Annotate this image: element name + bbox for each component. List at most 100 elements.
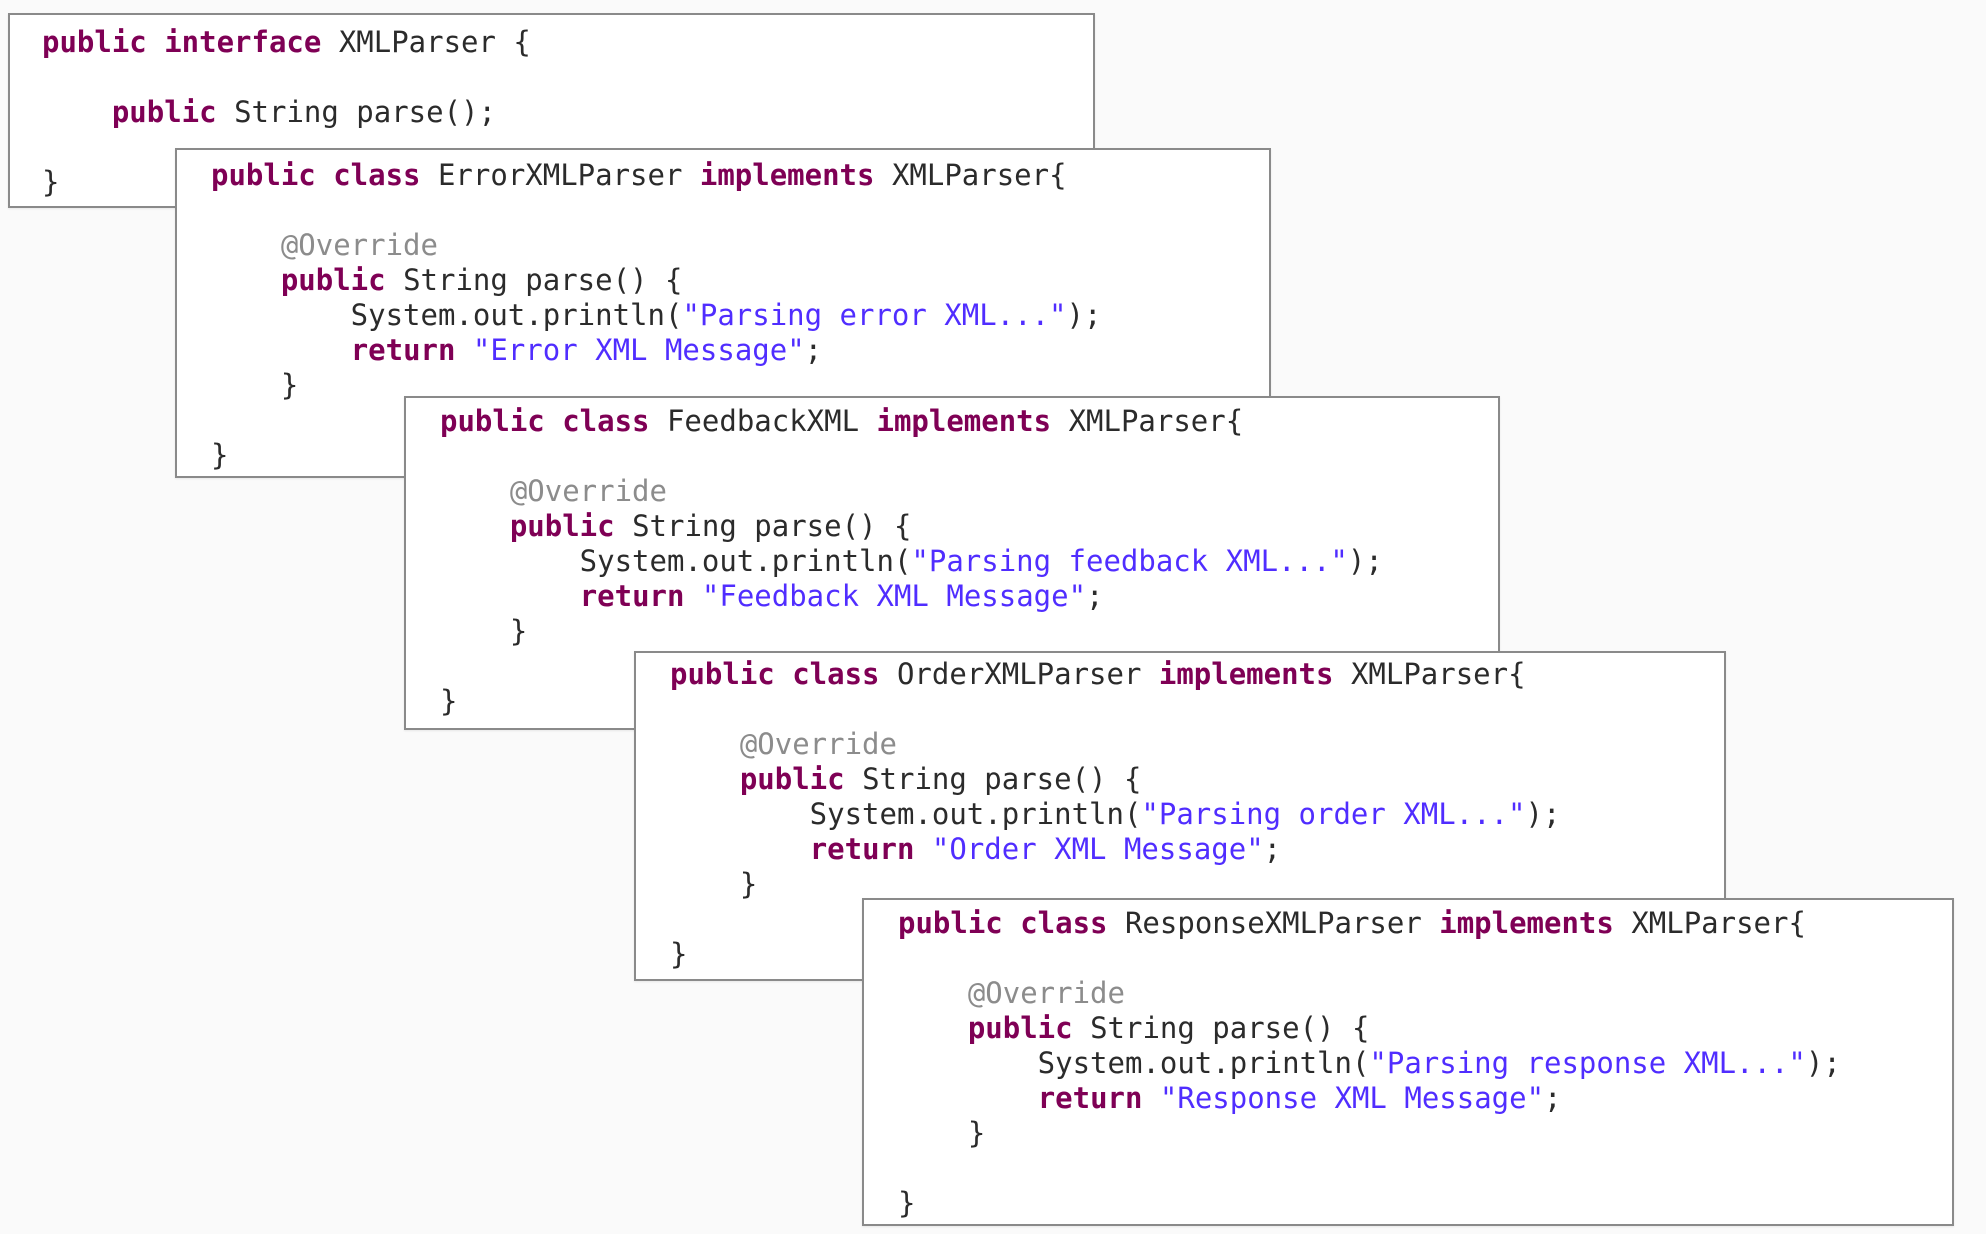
code-line: } (42, 165, 531, 200)
code-line: System.out.println("Parsing error XML...… (211, 298, 1102, 333)
code-text: System.out.println( (670, 797, 1142, 831)
code-line: System.out.println("Parsing order XML...… (670, 797, 1561, 832)
code-text: ); (1805, 1046, 1841, 1080)
code-block: public class ErrorXMLParser implements X… (211, 158, 1101, 473)
code-text: ); (1347, 544, 1383, 578)
code-line (898, 941, 1841, 976)
keyword-token: implements (876, 404, 1052, 438)
code-text (670, 727, 740, 761)
code-text: XMLParser{ (874, 158, 1067, 192)
code-text: System.out.println( (211, 298, 683, 332)
code-text (1142, 1081, 1159, 1115)
code-line: System.out.println("Parsing response XML… (898, 1046, 1841, 1081)
code-text (211, 333, 351, 367)
code-text: } (42, 165, 60, 199)
keyword-token: return (579, 579, 685, 613)
code-text: } (440, 684, 458, 718)
code-text: System.out.println( (440, 544, 912, 578)
code-text (670, 832, 810, 866)
code-line: } (898, 1116, 1841, 1151)
code-line: @Override (211, 228, 1101, 263)
string-literal-token: "Parsing error XML..." (682, 298, 1067, 332)
string-literal-token: "Parsing order XML..." (1141, 797, 1526, 831)
code-line: public class ErrorXMLParser implements X… (211, 158, 1101, 193)
code-line: } (440, 614, 1383, 649)
code-text: OrderXMLParser (879, 657, 1159, 691)
code-text: } (440, 614, 528, 648)
code-text: XMLParser{ (1333, 657, 1526, 691)
code-text (440, 509, 510, 543)
code-text: ; (1263, 832, 1282, 866)
code-line (440, 439, 1383, 474)
keyword-token: public (111, 95, 217, 129)
code-line: public String parse() { (211, 263, 1101, 298)
code-line: return "Feedback XML Message"; (440, 579, 1383, 614)
code-block: public class FeedbackXML implements XMLP… (440, 404, 1383, 719)
code-line: public String parse() { (670, 762, 1560, 797)
code-line: return "Error XML Message"; (211, 333, 1101, 368)
keyword-token: implements (1439, 906, 1614, 940)
code-text: ; (1544, 1081, 1562, 1115)
code-text: } (898, 1186, 916, 1220)
code-line (42, 60, 531, 95)
keyword-token: public (280, 263, 386, 297)
code-text: } (670, 867, 758, 901)
annotation-token: @Override (509, 474, 667, 508)
code-text: String parse() { (385, 263, 683, 297)
code-block: public class ResponseXMLParser implement… (898, 906, 1841, 1221)
code-text (440, 474, 510, 508)
string-literal-token: "Response XML Message" (1159, 1081, 1545, 1115)
keyword-token: return (350, 333, 456, 367)
code-text (898, 1011, 968, 1045)
keyword-token: implements (1158, 657, 1334, 691)
code-text: ErrorXMLParser (420, 158, 700, 192)
code-line: @Override (440, 474, 1383, 509)
code-text (455, 333, 472, 367)
code-line: System.out.println("Parsing feedback XML… (440, 544, 1383, 579)
string-literal-token: "Parsing response XML..." (1369, 1046, 1806, 1080)
code-line: @Override (898, 976, 1841, 1011)
string-literal-token: "Parsing feedback XML..." (911, 544, 1348, 578)
code-line: return "Order XML Message"; (670, 832, 1560, 867)
code-text: ; (1086, 579, 1104, 613)
keyword-token: public class (440, 404, 650, 438)
code-text: String parse() { (614, 509, 912, 543)
code-text: XMLParser { (321, 25, 531, 59)
code-panel-responsexmlparser: public class ResponseXMLParser implement… (862, 898, 1954, 1226)
code-text (211, 263, 281, 297)
code-line: public class OrderXMLParser implements X… (670, 657, 1560, 692)
code-block: public interface XMLParser { public Stri… (42, 25, 531, 200)
code-line (211, 193, 1101, 228)
code-line (898, 1151, 1841, 1186)
code-line: } (440, 684, 1383, 719)
code-line: } (211, 368, 1101, 403)
code-line: } (898, 1186, 1841, 1221)
code-text: } (211, 368, 299, 402)
keyword-token: return (1037, 1081, 1143, 1115)
code-line: } (670, 867, 1560, 902)
code-text: } (898, 1116, 986, 1150)
code-text (684, 579, 701, 613)
code-text: FeedbackXML (649, 404, 877, 438)
annotation-token: @Override (967, 976, 1125, 1010)
keyword-token: implements (699, 158, 875, 192)
code-text: ); (1525, 797, 1561, 831)
code-line: public interface XMLParser { (42, 25, 531, 60)
keyword-token: public class (670, 657, 880, 691)
code-text (42, 95, 112, 129)
code-text: } (670, 937, 688, 971)
keyword-token: public (967, 1011, 1073, 1045)
code-line: public String parse() { (898, 1011, 1841, 1046)
code-text: XMLParser{ (1613, 906, 1806, 940)
annotation-token: @Override (280, 228, 438, 262)
keyword-token: public (509, 509, 615, 543)
annotation-token: @Override (739, 727, 897, 761)
keyword-token: public interface (42, 25, 322, 59)
code-text (211, 228, 281, 262)
keyword-token: return (809, 832, 915, 866)
code-line: return "Response XML Message"; (898, 1081, 1841, 1116)
code-line: @Override (670, 727, 1560, 762)
code-line (670, 692, 1560, 727)
code-text: ; (804, 333, 823, 367)
code-text (898, 1081, 1038, 1115)
